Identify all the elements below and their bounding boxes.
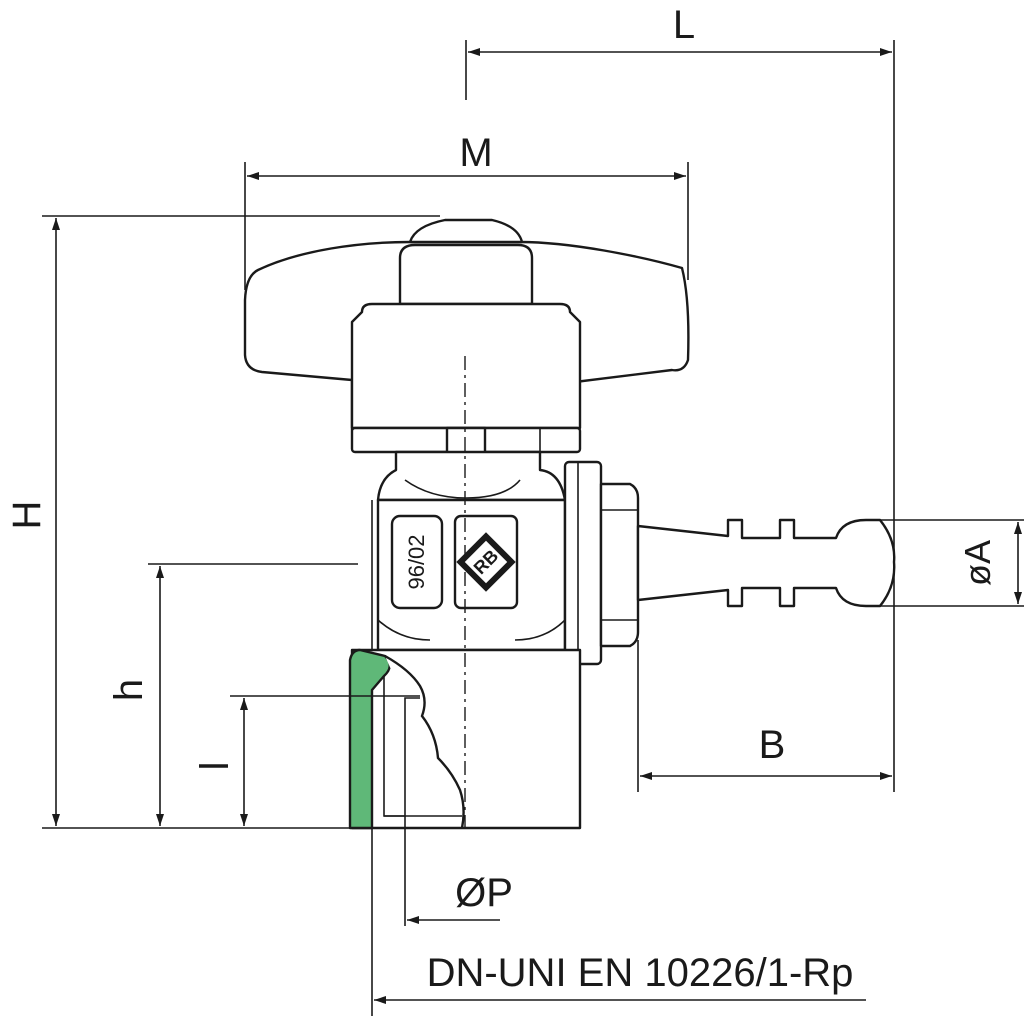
hex-nut [599, 482, 640, 648]
handwheel-hub [398, 243, 534, 306]
label-M: M [459, 131, 492, 175]
lower-socket [350, 648, 582, 830]
dome-cap [408, 218, 524, 244]
label-h: h [107, 679, 151, 701]
date-stamp-text: 96/02 [404, 534, 429, 589]
label-L: L [673, 3, 695, 47]
valve-body: 96/02 RB [243, 218, 896, 830]
stem-housing [350, 302, 582, 430]
label-H: H [5, 501, 49, 530]
dimension-labels: L M H h l øA B ØP DN-UNI EN 10226/1-Rp [5, 3, 998, 995]
hose-barb [636, 518, 896, 608]
label-A: øA [957, 540, 998, 586]
date-stamp-plate [390, 514, 444, 610]
label-P: ØP [455, 871, 513, 915]
label-l: l [193, 762, 237, 771]
label-thread-standard: DN-UNI EN 10226/1-Rp [427, 951, 854, 995]
valve-neck [376, 450, 567, 502]
dimension-lines [42, 40, 1024, 1016]
label-B: B [759, 723, 786, 767]
side-flange [563, 460, 603, 666]
